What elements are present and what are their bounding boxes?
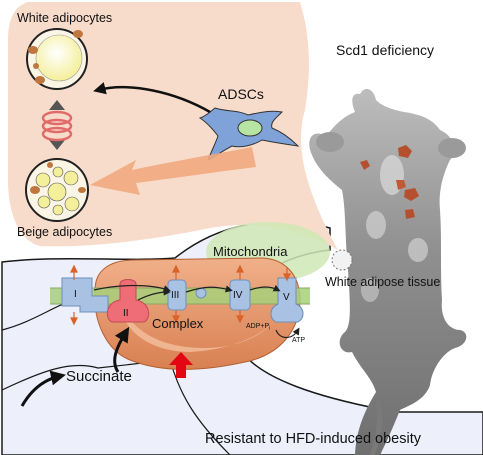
fat-deposit [405,209,415,219]
coil-ring [41,110,73,126]
complex-iii-label: III [171,290,179,301]
lipid-droplet [47,182,67,202]
mouse-highlight [361,278,379,302]
white-adipocytes-label: White adipocytes [17,11,112,25]
cell-nucleus [28,46,38,54]
electron-flow-arrow [137,288,171,301]
complex-v-label: V [283,292,290,303]
browning-switch [41,100,73,150]
cell-nucleus [30,186,40,194]
beige-adipocyte [25,158,89,222]
fat-deposit [404,188,419,201]
respiratory-complexes [61,277,304,323]
atp-label: ATP [292,337,305,344]
fat-deposit [360,160,370,170]
cell-nucleus [78,187,86,193]
incoming-arrow [20,370,66,407]
cell-nucleus [35,76,45,84]
mouse-body [309,88,467,455]
increase-arrow [169,352,193,378]
switch-arrow-down [49,140,65,150]
adp-pi-text: ADP+P [246,323,269,330]
mouse-highlight [408,238,428,262]
adp-pi-label: ADP+Pi [246,323,270,332]
beige-adipocytes-label: Beige adipocytes [17,225,112,239]
complex-ii [106,279,150,323]
lipid-droplet [52,166,64,178]
succinate-to-complex-ii-arrow [113,326,130,373]
lipid-droplet [35,34,83,82]
resistant-label: Resistant to HFD-induced obesity [205,431,422,447]
fat-deposit [396,180,406,190]
mitochondria-label: Mitochondria [213,244,288,259]
cell-nucleus [47,162,53,168]
adscs-nucleus [237,119,263,137]
mouse [309,88,467,455]
mouse-ear [438,138,466,158]
mouse-ear [316,132,344,152]
electron-flow-arrow [249,284,281,292]
complex-ii-label: II [123,308,129,319]
tissue-strand [1,359,231,455]
adscs-label: ADSCs [218,86,264,102]
complex-i-label: I [74,289,77,300]
white-adipose-tissue-marker [331,249,353,271]
mouse-highlight [366,211,386,239]
electron-flow-arrow [185,285,233,293]
adipose-zoom-background [8,2,338,250]
browning-arrow [90,147,256,195]
mouse-tail [369,399,383,455]
adscs-cell [198,107,300,162]
white-adipocyte [26,28,88,90]
lipid-droplet [63,170,79,186]
scd1-deficiency-label: Scd1 deficiency [336,42,434,58]
complex-iv-label: IV [233,290,243,301]
lipid-droplet [64,196,80,212]
coil-ring [41,126,73,142]
succinate-label: Succinate [66,368,132,385]
coil-ring [41,118,73,134]
white-adipose-tissue-label: White adipose tissue [325,275,440,289]
fat-deposit [398,145,412,158]
adp-pi-subscript: i [269,326,270,332]
switch-arrow-up [49,100,65,110]
complex-label: Complex [152,316,204,331]
cell-nucleus [73,30,83,38]
lipid-droplet [35,172,51,188]
cell-nucleus [33,63,39,69]
adscs-to-white-arrow [93,82,211,114]
proton-arrows [70,264,291,326]
atp-synthesis-arrow [275,327,300,339]
lipid-droplet [37,195,51,209]
electron-flow-arrow [93,284,171,293]
lipid-droplet [52,204,64,216]
